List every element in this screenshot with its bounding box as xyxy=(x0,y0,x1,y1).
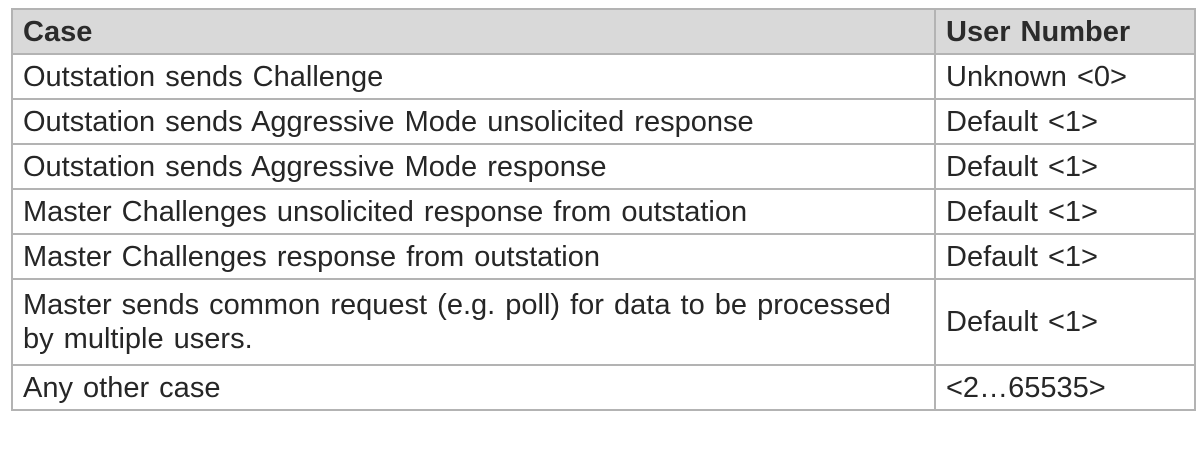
case-cell: Master sends common request (e.g. poll) … xyxy=(11,278,936,366)
case-cell: Any other case xyxy=(11,364,936,411)
column-header-user-number: User Number xyxy=(934,8,1196,55)
column-header-case: Case xyxy=(11,8,936,55)
case-cell: Outstation sends Challenge xyxy=(11,53,936,100)
table-row: Master sends common request (e.g. poll) … xyxy=(11,278,1196,366)
user-number-cell: Default <1> xyxy=(934,143,1196,190)
case-cell: Outstation sends Aggressive Mode unsolic… xyxy=(11,98,936,145)
table-row: Outstation sends Aggressive Mode respons… xyxy=(11,143,1196,190)
table-header-row: Case User Number xyxy=(11,8,1196,55)
user-number-cell: <2…65535> xyxy=(934,364,1196,411)
case-cell: Master Challenges unsolicited response f… xyxy=(11,188,936,235)
user-number-table-container: Case User Number Outstation sends Challe… xyxy=(11,8,1196,411)
user-number-cell: Default <1> xyxy=(934,233,1196,280)
table-row: Outstation sends Aggressive Mode unsolic… xyxy=(11,98,1196,145)
case-cell: Master Challenges response from outstati… xyxy=(11,233,936,280)
user-number-cell: Default <1> xyxy=(934,98,1196,145)
table-row: Master Challenges response from outstati… xyxy=(11,233,1196,280)
user-number-cell: Default <1> xyxy=(934,188,1196,235)
table-row: Any other case <2…65535> xyxy=(11,364,1196,411)
case-cell: Outstation sends Aggressive Mode respons… xyxy=(11,143,936,190)
user-number-cell: Unknown <0> xyxy=(934,53,1196,100)
table-row: Outstation sends Challenge Unknown <0> xyxy=(11,53,1196,100)
table-row: Master Challenges unsolicited response f… xyxy=(11,188,1196,235)
user-number-table: Case User Number Outstation sends Challe… xyxy=(11,8,1196,411)
user-number-cell: Default <1> xyxy=(934,278,1196,366)
